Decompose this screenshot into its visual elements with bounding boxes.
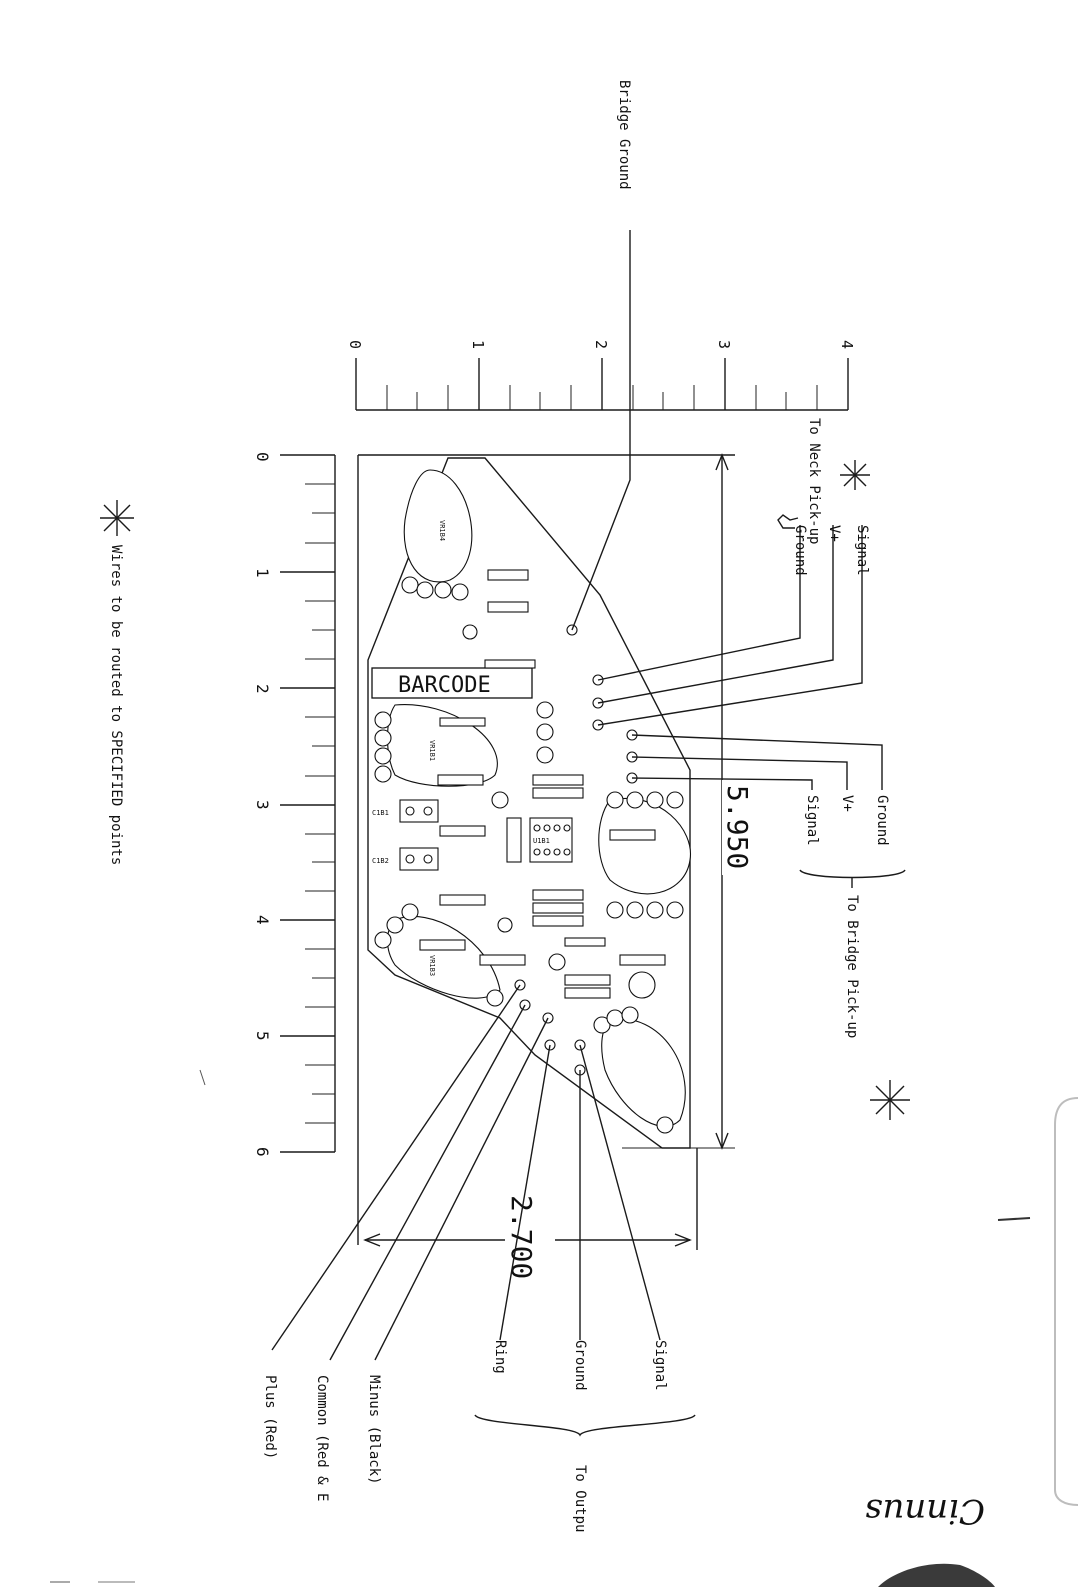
dimension-width: 2.700: [505, 1195, 538, 1279]
ruler-left-label: 6: [253, 1147, 272, 1157]
label-to-bridge-pickup: To Bridge Pick-up: [844, 895, 860, 1038]
ruler-top-label: 3: [715, 340, 733, 349]
component-label: VR1B4: [438, 520, 446, 541]
label-bridge-vplus: V+: [839, 795, 855, 812]
ruler-left-label: 5: [253, 1031, 272, 1041]
asterisk-icon: [870, 1080, 910, 1120]
capacitor-c1b1: C1B1: [372, 799, 439, 823]
capacitor-c1b2: C1B2: [372, 847, 439, 871]
label-neck-vplus: V+: [826, 525, 842, 542]
component-label: U1B1: [533, 837, 550, 845]
capacitor-c1b3: [506, 817, 522, 863]
solder-pads: [514, 624, 638, 1076]
component-label: VR1B3: [428, 955, 436, 976]
asterisk-icon: [840, 460, 870, 490]
ruler-top-label: 1: [469, 340, 487, 349]
potentiometer-center: [598, 791, 691, 919]
component-label: C1B1: [372, 809, 389, 817]
label-bridge-signal: Signal: [804, 795, 820, 846]
scan-mark: [997, 1217, 1031, 1221]
potentiometer-vr1b3: VR1B3: [374, 903, 504, 1007]
ruler-top-label: 0: [346, 340, 364, 349]
label-neck-ground: Ground: [792, 525, 808, 576]
label-plus-red: Plus (Red): [262, 1375, 278, 1459]
left-ruler: 0 1 2 3 4 5 6: [253, 452, 336, 1157]
potentiometer-vr1b2: [593, 1006, 686, 1134]
ic-u1b1: U1B1: [529, 817, 573, 863]
bridge-brace: [799, 869, 906, 888]
ruler-left-label: 2: [253, 684, 272, 694]
top-ruler: 0 1 2 3 4: [346, 340, 856, 411]
scrollbar-thumb[interactable]: [878, 1563, 995, 1587]
label-to-neck-pickup: To Neck Pick-up: [806, 418, 822, 544]
label-out-ring: Ring: [492, 1340, 508, 1374]
label-common: Common (Red & E: [314, 1375, 330, 1501]
label-out-ground: Ground: [572, 1340, 588, 1391]
label-minus-black: Minus (Black): [366, 1375, 382, 1485]
pcb-outline: [367, 457, 691, 1149]
dimension-length: 5.950: [721, 785, 754, 869]
capacitor-c1b5: [628, 971, 656, 999]
ruler-left-label: 3: [253, 800, 272, 810]
signature: Cinnus: [865, 1491, 985, 1531]
ruler-left-label: 1: [253, 568, 272, 578]
scan-edge: [1054, 1097, 1078, 1506]
component-label: VR1B1: [428, 740, 436, 761]
label-neck-signal: Signal: [854, 525, 870, 576]
label-wires-note: Wires to be routed to SPECIFIED points: [108, 545, 124, 865]
ruler-left-label: 4: [253, 915, 272, 925]
label-bridge-ground: Bridge Ground: [616, 80, 632, 190]
ruler-left-label: 0: [253, 452, 272, 462]
scan-mark: [199, 1069, 206, 1086]
label-bridge-ground-wire: Ground: [874, 795, 890, 846]
wires: [271, 230, 883, 1361]
label-to-output: To Outpu: [572, 1465, 588, 1532]
output-brace: [474, 1414, 696, 1437]
potentiometer-vr1b4: VR1B4: [401, 469, 473, 601]
board-outline-box: [357, 453, 735, 1250]
label-out-signal: Signal: [652, 1340, 668, 1391]
ruler-top-label: 4: [838, 340, 856, 349]
barcode-text: BARCODE: [398, 673, 491, 698]
capacitor-c1b4: [491, 791, 509, 809]
ruler-top-label: 2: [592, 340, 610, 349]
potentiometer-vr1b1: VR1B1: [374, 704, 498, 787]
neck-brace: [777, 514, 799, 529]
asterisk-icon: [100, 500, 134, 536]
barcode-label: [371, 667, 533, 699]
component-label: C1B2: [372, 857, 389, 865]
resistor-array: [419, 569, 666, 999]
